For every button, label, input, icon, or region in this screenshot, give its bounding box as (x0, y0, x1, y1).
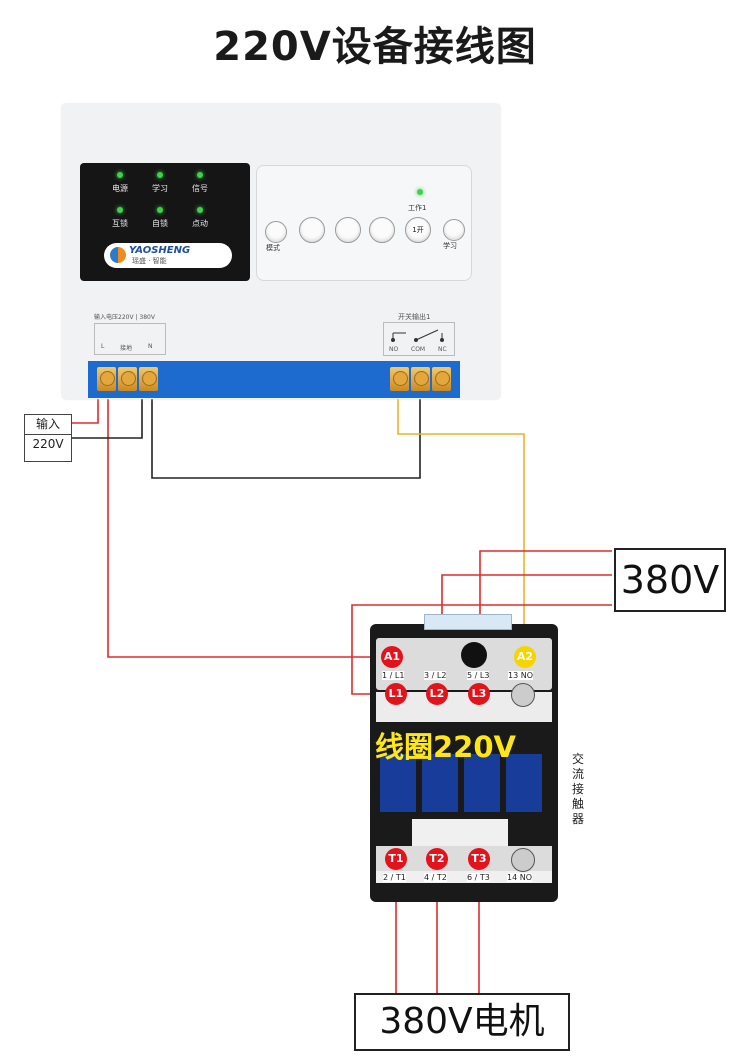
screw-n[interactable] (139, 367, 158, 391)
output-terminal-com: COM (411, 346, 426, 353)
page-title: 220V设备接线图 (213, 24, 537, 70)
pin-label-t2: 4 / T2 (424, 873, 447, 882)
supply-l1-wire (351, 604, 612, 695)
contactor-slide (412, 819, 508, 849)
input-terminal-box (94, 323, 166, 355)
button-panel: 模式 工作1 1开 学习 (256, 165, 472, 281)
brand-logo: YAOSHENG 瑶盛 · 智能 (104, 243, 232, 268)
contactor-window-2 (422, 754, 458, 812)
brand-logo-mark (110, 247, 126, 263)
input-label-line1: 输入 (35, 417, 60, 431)
contactor-aux-hole (461, 642, 487, 668)
terminal-t2[interactable]: T2 (426, 848, 448, 870)
input-terminal-n: N (148, 343, 153, 350)
side-char-4: 触 (571, 797, 584, 811)
terminal-l2[interactable]: L2 (426, 683, 448, 705)
learn-button-label: 学习 (443, 242, 457, 250)
side-char-1: 交 (571, 752, 584, 766)
screw-no[interactable] (390, 367, 409, 391)
led-label-interlock: 互锁 (112, 219, 128, 228)
selflock-led (157, 207, 163, 213)
contactor-window-4 (506, 754, 542, 812)
terminal-a1[interactable]: A1 (381, 646, 403, 668)
output-terminal-box (383, 322, 455, 356)
power-led (117, 172, 123, 178)
terminal-l3[interactable]: L3 (468, 683, 490, 705)
no-to-a2-wire (397, 398, 525, 646)
switch1-button[interactable]: 1开 (405, 217, 431, 243)
mode-button[interactable] (265, 221, 287, 243)
terminal-13no-screw[interactable] (511, 683, 535, 707)
interlock-led (117, 207, 123, 213)
contactor-side-label: 交 流 接 触 器 (571, 752, 585, 827)
work-indicator-led (417, 189, 423, 195)
contactor-top-label (424, 614, 512, 630)
led-label-power: 电源 (112, 184, 128, 193)
input-terminal-ground: 接地 (120, 345, 133, 352)
n-to-com-wire (151, 398, 421, 479)
screw-l[interactable] (97, 367, 116, 391)
output-label: 开关输出1 (398, 313, 431, 321)
switch-symbol (391, 329, 444, 342)
terminal-14no-screw[interactable] (511, 848, 535, 872)
screw-ground[interactable] (118, 367, 137, 391)
brand-name-en: YAOSHENG (129, 245, 191, 256)
led-label-selflock: 自锁 (152, 219, 168, 228)
input-n-wire (70, 398, 143, 439)
mode-button-label: 模式 (266, 244, 280, 252)
pin-label-l3: 5 / L3 (467, 671, 490, 680)
screw-nc[interactable] (432, 367, 451, 391)
led-label-signal: 信号 (192, 184, 208, 193)
brand-name-cn: 瑶盛 · 智能 (132, 257, 167, 265)
learn-led (157, 172, 163, 178)
signal-led (197, 172, 203, 178)
button-3[interactable] (335, 217, 361, 243)
pin-label-13no: 13 NO (508, 671, 534, 680)
led-label-learn: 学习 (152, 184, 168, 193)
terminal-t1[interactable]: T1 (385, 848, 407, 870)
side-char-2: 流 (571, 767, 584, 781)
output-terminal-no: NO (389, 346, 399, 353)
pin-label-14no: 14 NO (507, 873, 533, 882)
input-l-wire (70, 398, 99, 424)
screw-com[interactable] (411, 367, 430, 391)
pin-label-l2: 3 / L2 (424, 671, 447, 680)
learn-button[interactable] (443, 219, 465, 241)
terminal-t3[interactable]: T3 (468, 848, 490, 870)
output-terminal-nc: NC (438, 346, 447, 353)
input-voltage-label: 输入电压220V | 380V (94, 314, 155, 321)
button-4[interactable] (369, 217, 395, 243)
pin-label-l1: 1 / L1 (382, 671, 405, 680)
jog-led (197, 207, 203, 213)
terminal-a2[interactable]: A2 (514, 646, 536, 668)
contactor-window-3 (464, 754, 500, 812)
coil-220v-label: 线圈220V (375, 730, 516, 764)
pin-label-t1: 2 / T1 (383, 873, 406, 882)
motor-380v-label: 380V电机 (354, 993, 570, 1051)
work-indicator-label: 工作1 (408, 204, 427, 212)
contactor-window-1 (380, 754, 416, 812)
button-2[interactable] (299, 217, 325, 243)
input-label-line2: 220V (25, 434, 71, 454)
led-label-jog: 点动 (192, 219, 208, 228)
supply-380v-label: 380V (614, 548, 726, 612)
terminal-l1[interactable]: L1 (385, 683, 407, 705)
input-terminal-l: L (101, 343, 105, 350)
input-220v-label: 输入 220V (24, 414, 72, 462)
l-to-a1-wire (107, 398, 381, 658)
side-char-5: 器 (571, 812, 584, 826)
side-char-3: 接 (571, 782, 584, 796)
pin-label-t3: 6 / T3 (467, 873, 490, 882)
